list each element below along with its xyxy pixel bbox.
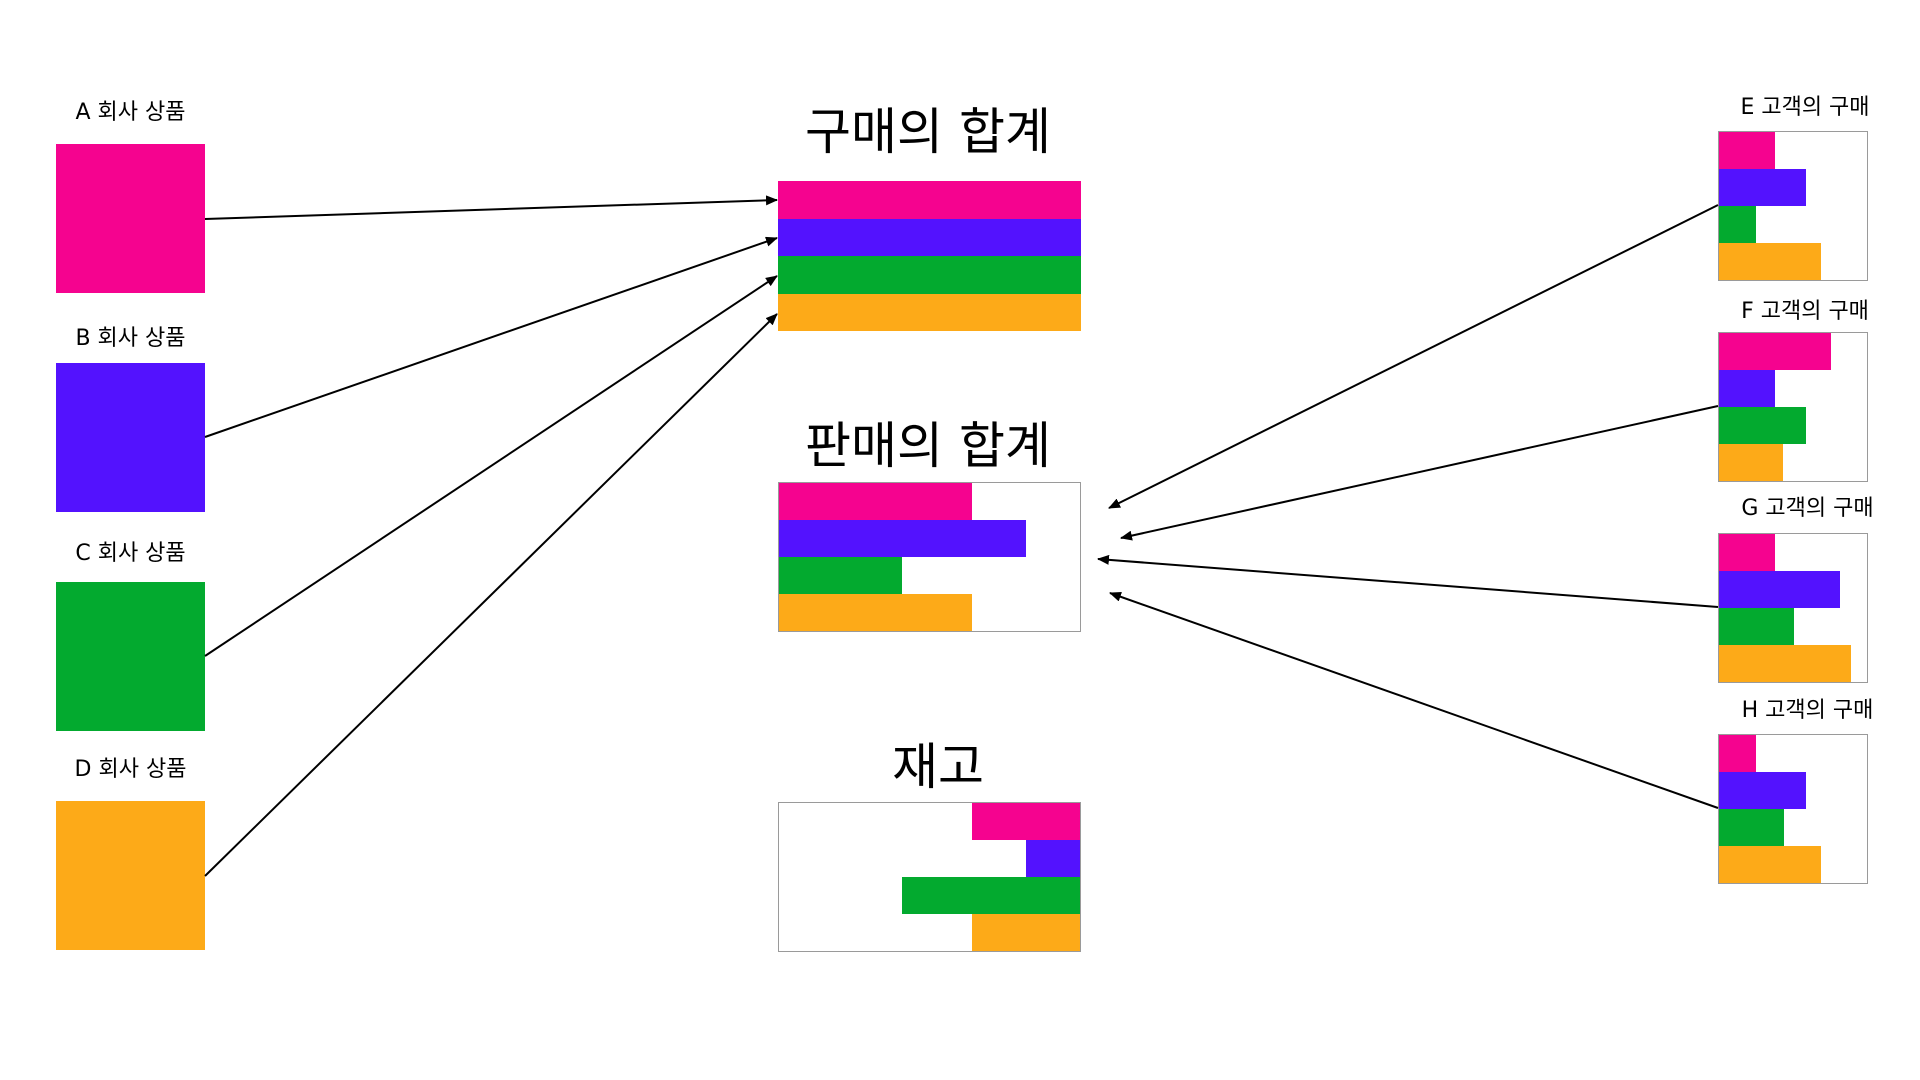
bar-green <box>1719 809 1785 846</box>
customer-f-chart <box>1718 332 1868 482</box>
customer-f-label: F 고객의 구매 <box>1741 299 1869 324</box>
bar-green <box>902 877 1080 914</box>
bar-magenta <box>971 803 1080 840</box>
bar-magenta <box>1719 333 1832 370</box>
bar-green <box>1719 407 1807 444</box>
stock-title: 재고 <box>892 738 984 796</box>
bar-green <box>778 256 1081 294</box>
customer-h-chart <box>1718 734 1868 884</box>
bar-purple <box>1719 169 1807 206</box>
bar-green <box>779 557 903 594</box>
purchase-total-title: 구매의 합계 <box>805 103 1051 161</box>
arrow-d-to-purchase <box>204 313 778 877</box>
company-b-square <box>56 363 205 512</box>
bar-magenta <box>1719 534 1776 571</box>
customer-e-chart <box>1718 131 1868 281</box>
stock-chart <box>778 802 1081 952</box>
customer-g-chart <box>1718 533 1868 683</box>
arrow-c-to-purchase <box>204 275 778 657</box>
bar-magenta <box>778 181 1081 219</box>
company-d-label: D 회사 상품 <box>74 757 187 782</box>
bar-purple <box>778 218 1081 256</box>
arrow-f-to-sales <box>1120 405 1719 541</box>
bar-purple <box>1719 370 1776 407</box>
arrow-e-to-sales <box>1108 204 1719 509</box>
purchase-total-chart <box>778 181 1081 331</box>
bar-magenta <box>1719 132 1776 169</box>
bar-orange <box>779 594 972 631</box>
bar-magenta <box>1719 735 1756 772</box>
customer-h-label: H 고객의 구매 <box>1741 698 1874 723</box>
bar-green <box>1719 206 1756 243</box>
arrow-b-to-purchase <box>204 236 778 438</box>
bar-orange <box>971 914 1080 951</box>
company-c-label: C 회사 상품 <box>75 541 186 566</box>
bar-purple <box>1025 840 1080 877</box>
bar-purple <box>779 520 1026 557</box>
bar-orange <box>778 293 1081 331</box>
customer-g-label: G 고객의 구매 <box>1741 496 1874 521</box>
bar-magenta <box>779 483 972 520</box>
arrow-h-to-sales <box>1109 591 1719 809</box>
company-c-square <box>56 582 205 731</box>
bar-purple <box>1719 571 1841 608</box>
sales-total-chart <box>778 482 1081 632</box>
arrow-g-to-sales <box>1097 554 1719 608</box>
company-a-square <box>56 144 205 293</box>
arrow-a-to-purchase <box>204 195 778 220</box>
bar-orange <box>1719 444 1783 481</box>
customer-e-label: E 고객의 구매 <box>1740 95 1870 120</box>
bar-orange <box>1719 645 1851 682</box>
bar-orange <box>1719 243 1822 280</box>
bar-green <box>1719 608 1795 645</box>
company-b-label: B 회사 상품 <box>75 326 186 351</box>
sales-total-title: 판매의 합계 <box>805 417 1051 475</box>
company-d-square <box>56 801 205 950</box>
bar-orange <box>1719 846 1822 883</box>
company-a-label: A 회사 상품 <box>75 100 186 125</box>
bar-purple <box>1719 772 1807 809</box>
